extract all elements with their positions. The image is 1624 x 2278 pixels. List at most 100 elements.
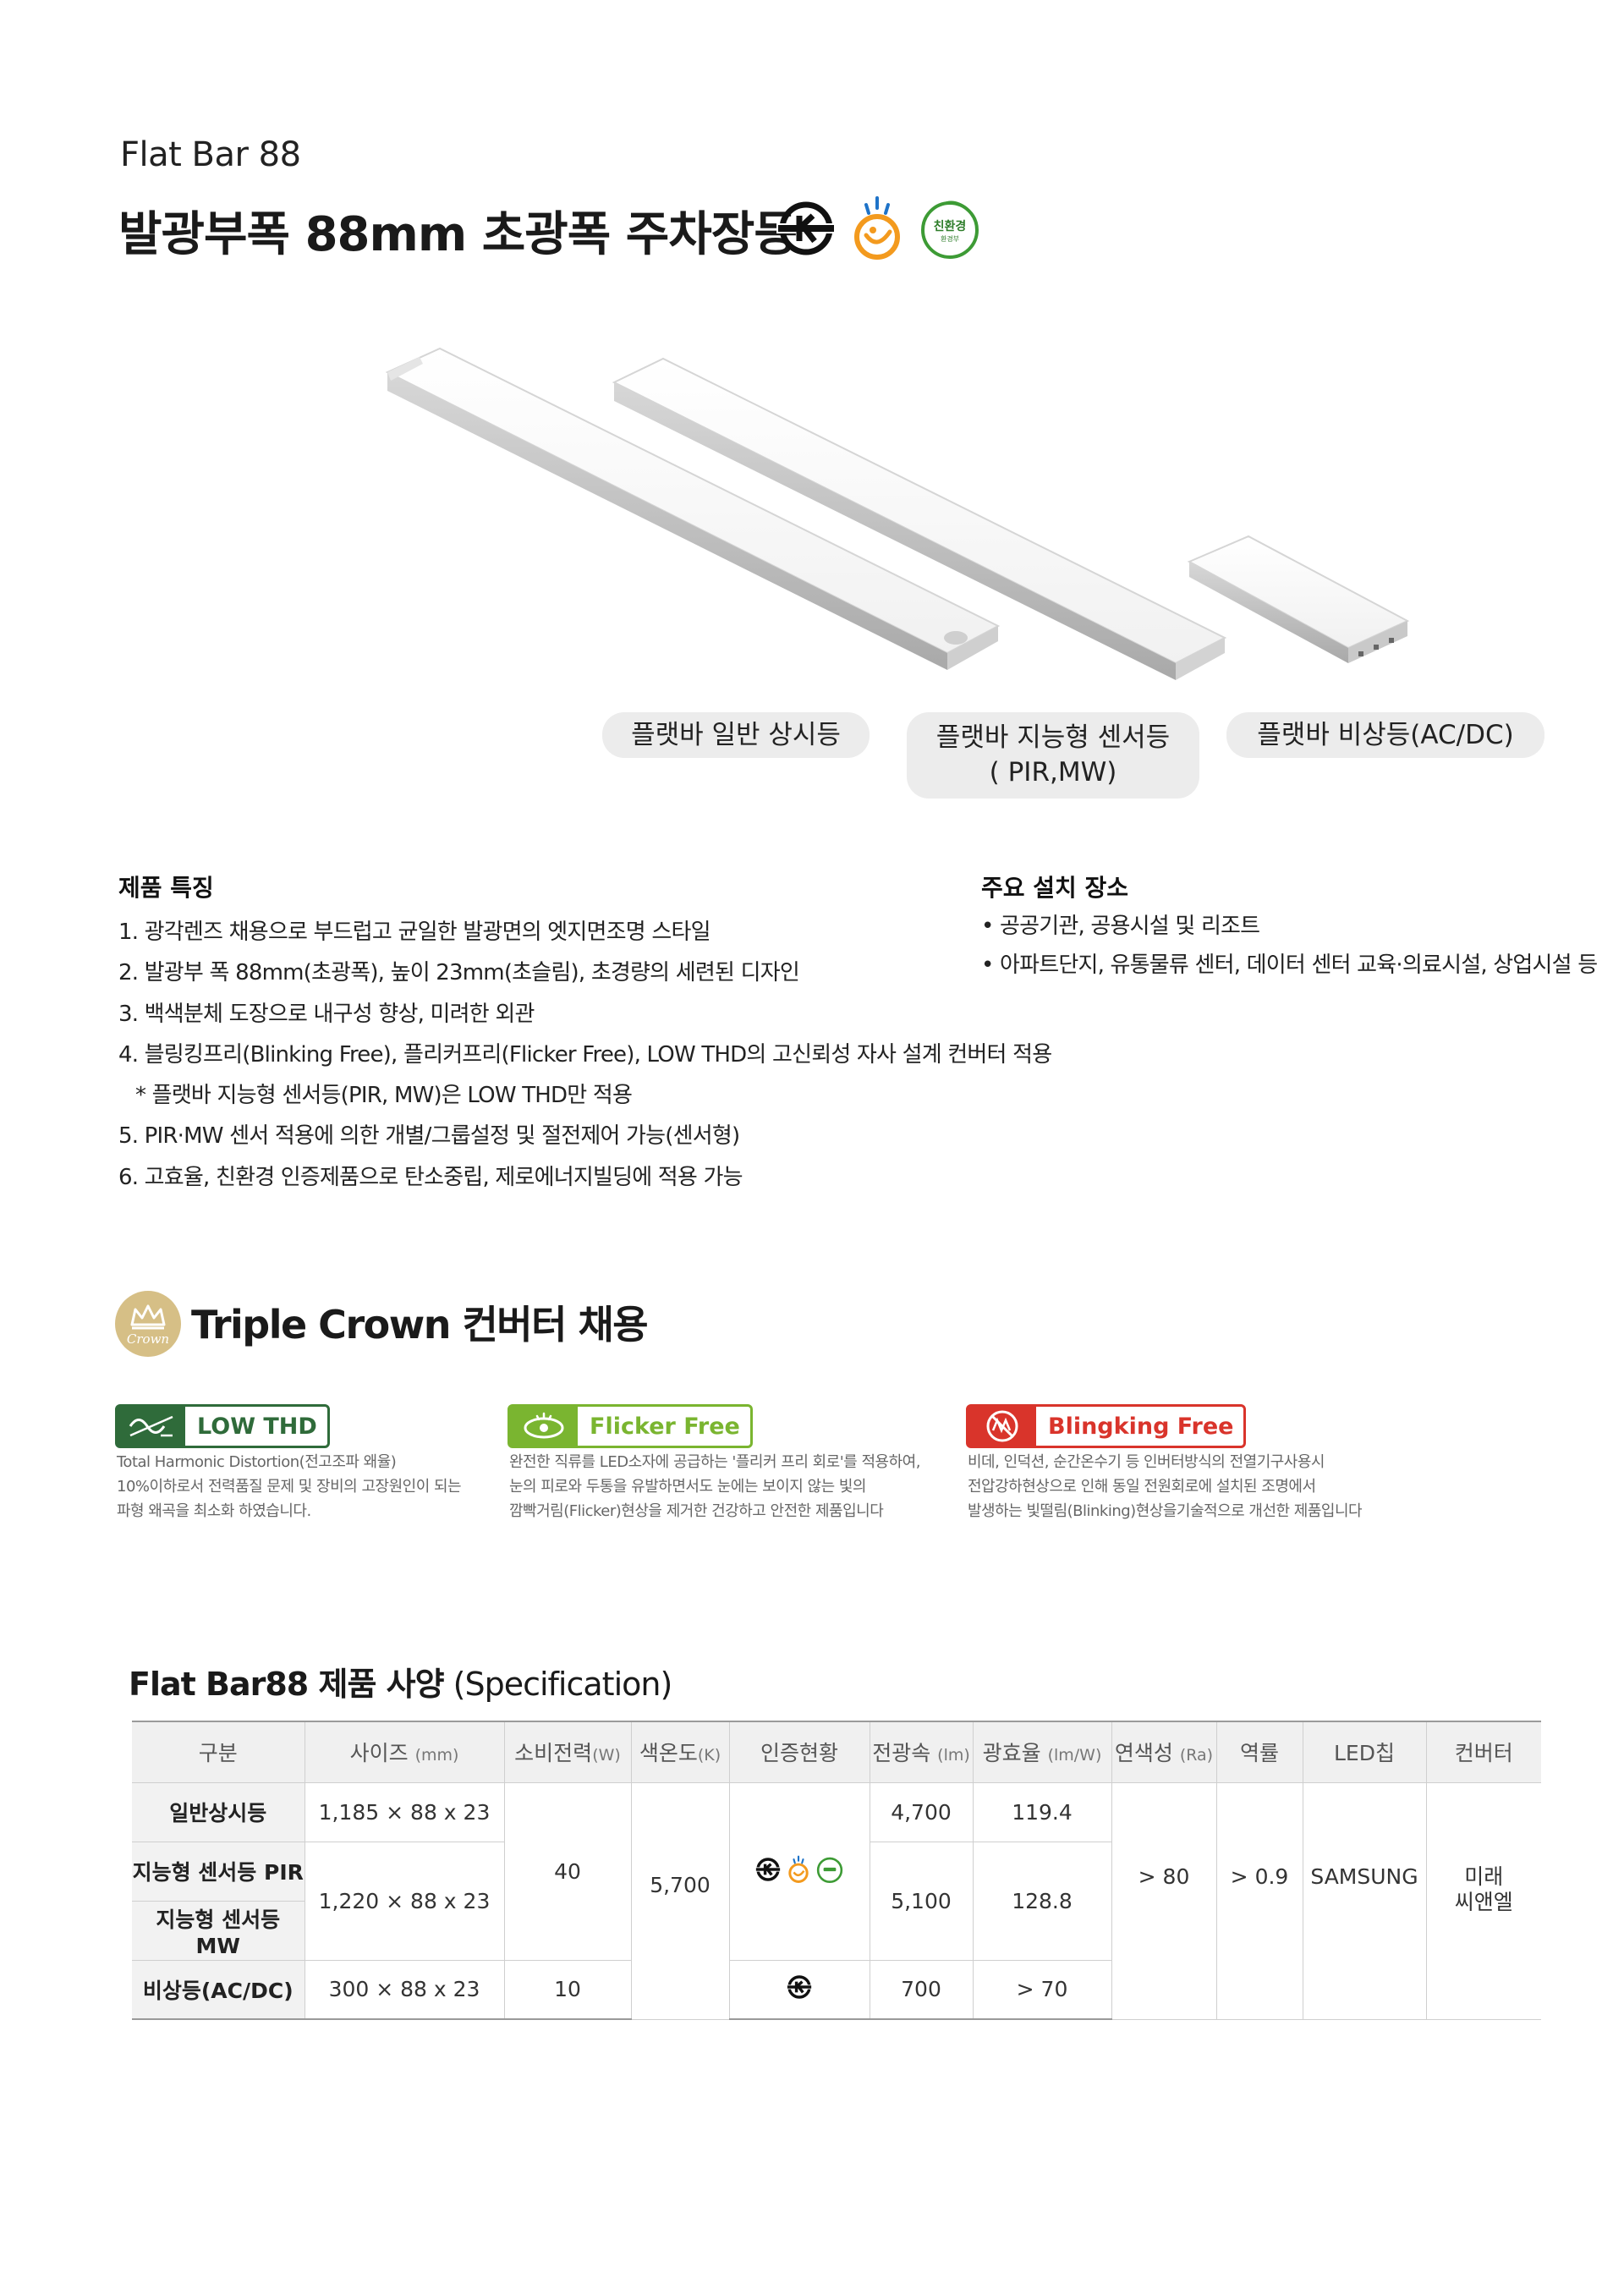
spec-title-main: Flat Bar88 제품 사양 (129, 1666, 445, 1703)
eye-icon (510, 1407, 578, 1446)
description-line: 10%이하로서 전력품질 문제 및 장비의 고장원인이 되는 (117, 1478, 462, 1496)
converter-line: 미래 (1464, 1864, 1504, 1889)
install-places-list: • 공공기관, 공용시설 및 리조트 • 아파트단지, 유통물류 센터, 데이터… (981, 907, 1598, 985)
certification-cell (728, 1781, 870, 1961)
feature-item: 6. 고효율, 친환경 인증제품으로 탄소중립, 제로에너지빌딩에 적용 가능 (118, 1164, 743, 1190)
eco-badge-text: 친환경 (933, 220, 967, 233)
size-cell: 300 × 88 x 23 (304, 1959, 505, 2020)
spec-row-sensor-pir: 지능형 센서등 PIR 1,220 × 88 x 23 5,100 128.8 (132, 1841, 1541, 1961)
cct-cell: 5,700 (630, 1781, 730, 2020)
header-text: 구분 (198, 1741, 238, 1766)
size-cell: 1,220 × 88 x 23 (304, 1841, 505, 1961)
header-cell: 역률 (1215, 1721, 1303, 1783)
features-heading: 제품 특징 (118, 874, 214, 902)
flicker-free-label: Flicker Free (590, 1413, 740, 1440)
led-chip-cell: SAMSUNG (1302, 1781, 1427, 2020)
description-line: Total Harmonic Distortion(전고조파 왜율) (117, 1453, 397, 1471)
wave-icon (118, 1407, 185, 1446)
feature-item: 2. 발광부 폭 88mm(초광폭), 높이 23mm(초슬림), 초경량의 세… (118, 960, 800, 986)
row-name: 지능형 센서등 PIR (132, 1841, 305, 1902)
header-text: 소비전력 (514, 1741, 593, 1766)
header-unit: (lm) (937, 1746, 970, 1765)
feature-item: 1. 광각렌즈 채용으로 부드럽고 균일한 발광면의 엣지면조명 스타일 (118, 919, 711, 945)
header-text: LED칩 (1334, 1741, 1395, 1766)
feature-item: 3. 백색분체 도장으로 내구성 향상, 미려한 외관 (118, 1001, 535, 1027)
spec-title: Flat Bar88 제품 사양 (Specification) (129, 1658, 672, 1704)
header-cell: 전광속 (lm) (869, 1721, 974, 1783)
header-unit: (W) (592, 1746, 621, 1765)
product-label-sensor-line2: ( PIR,MW) (989, 757, 1117, 788)
row-name: 지능형 센서등 MW (132, 1900, 304, 1961)
energy-efficiency-mark-icon (788, 1855, 809, 1883)
product-label-sensor: 플랫바 지능형 센서등 ( PIR,MW) (907, 712, 1199, 799)
flat-bar-sensor-image (612, 357, 1227, 680)
eco-label-mark-icon: 친환경 환경부 (919, 197, 981, 260)
header-text: 역률 (1239, 1741, 1279, 1766)
low-thd-badge: LOW THD (115, 1404, 330, 1448)
flicker-free-badge: Flicker Free (508, 1404, 753, 1448)
kc-mark-icon (787, 1975, 812, 1999)
flicker-free-description: 완전한 직류를 LED소자에 공급하는 '플리커 프리 회로'를 적용하여, 눈… (509, 1450, 920, 1523)
converter-cell: 미래 씨앤엘 (1425, 1781, 1541, 2020)
certification-cell (728, 1959, 870, 2020)
spec-table: 구분 사이즈 (mm) 소비전력(W) 색온도(K) 인증현황 전광속 (lm)… (132, 1721, 1541, 2020)
low-thd-description: Total Harmonic Distortion(전고조파 왜율) 10%이하… (117, 1450, 462, 1523)
header-text: 광효율 (982, 1741, 1041, 1766)
header-cell: 색온도(K) (630, 1721, 730, 1783)
efficacy-cell: > 70 (972, 1959, 1111, 2020)
converter-line: 씨앤엘 (1454, 1889, 1513, 1914)
triple-crown-logo: Crown (115, 1291, 181, 1357)
header-cell: 연색성 (Ra) (1111, 1721, 1217, 1783)
header-text: 인증현황 (760, 1741, 838, 1766)
feature-note: * 플랫바 지능형 센서등(PIR, MW)은 LOW THD만 적용 (135, 1083, 633, 1109)
header-text: 색온도 (639, 1741, 698, 1766)
efficacy-cell: 128.8 (972, 1841, 1111, 1961)
cri-cell: > 80 (1111, 1781, 1217, 2020)
header-cell: LED칩 (1302, 1721, 1427, 1783)
spec-row-emergency: 비상등(AC/DC) 300 × 88 x 23 10 700 > 70 (132, 1959, 1541, 2020)
efficacy-cell: 119.4 (972, 1781, 1112, 1842)
power-cell: 10 (503, 1959, 632, 2020)
kc-mark-icon (755, 1858, 781, 1881)
header-text: 컨버터 (1454, 1741, 1513, 1766)
blinking-free-badge: Blingking Free (966, 1404, 1247, 1448)
header-cell: 구분 (132, 1721, 305, 1783)
header-cell: 컨버터 (1425, 1721, 1541, 1783)
no-blinking-icon (968, 1407, 1036, 1446)
product-label-standard: 플랫바 일반 상시등 (602, 712, 870, 758)
kc-mark-icon (776, 201, 836, 255)
header-cell: 광효율 (lm/W) (972, 1721, 1112, 1783)
description-line: 비데, 인덕션, 순간온수기 등 인버터방식의 전열기구사용시 (968, 1453, 1325, 1471)
low-thd-label: LOW THD (197, 1413, 317, 1440)
size-cell: 1,185 × 88 x 23 (304, 1781, 505, 1842)
triple-crown-title: Triple Crown 컨버터 채용 (191, 1302, 649, 1348)
header-text: 연색성 (1114, 1741, 1173, 1766)
description-line: 발생하는 빛떨림(Blinking)현상을기술적으로 개선한 제품입니다 (968, 1502, 1363, 1520)
spec-row-sensor-mw: 지능형 센서등 MW (132, 1900, 1541, 1961)
spec-header-row: 구분 사이즈 (mm) 소비전력(W) 색온도(K) 인증현황 전광속 (lm)… (132, 1721, 1541, 1783)
row-name: 일반상시등 (132, 1781, 305, 1842)
power-cell: 40 (503, 1781, 632, 1961)
flat-bar-standard-image (385, 347, 1001, 670)
header-cell: 사이즈 (mm) (304, 1721, 505, 1783)
product-series-name: Flat Bar 88 (120, 135, 301, 174)
features-list: 1. 광각렌즈 채용으로 부드럽고 균일한 발광면의 엣지면조명 스타일 2. … (118, 912, 1052, 1198)
description-line: 파형 왜곡을 최소화 하였습니다. (117, 1502, 311, 1520)
flat-bar-emergency-image (1187, 535, 1410, 663)
power-factor-cell: > 0.9 (1215, 1781, 1303, 2020)
header-text: 사이즈 (349, 1741, 409, 1766)
description-line: 완전한 직류를 LED소자에 공급하는 '플리커 프리 회로'를 적용하여, (509, 1453, 920, 1471)
description-line: 전압강하현상으로 인해 동일 전원회로에 설치된 조명에서 (968, 1478, 1316, 1496)
header-text: 전광속 (872, 1741, 931, 1766)
lumen-cell: 5,100 (869, 1841, 974, 1961)
crown-icon (130, 1304, 166, 1330)
header-unit: (Ra) (1179, 1746, 1214, 1765)
feature-item: 4. 블링킹프리(Blinking Free), 플리커프리(Flicker F… (118, 1041, 1052, 1068)
install-place-item: • 공공기관, 공용시설 및 리조트 (981, 914, 1260, 939)
header-unit: (K) (697, 1746, 721, 1765)
certification-marks: 친환경 환경부 (776, 195, 981, 262)
spec-row-standard: 일반상시등 1,185 × 88 x 23 40 5,700 (132, 1781, 1541, 2020)
blinking-free-description: 비데, 인덕션, 순간온수기 등 인버터방식의 전열기구사용시 전압강하현상으로… (968, 1450, 1363, 1523)
product-label-emergency: 플랫바 비상등(AC/DC) (1226, 712, 1544, 758)
energy-efficiency-mark-icon (854, 196, 900, 260)
